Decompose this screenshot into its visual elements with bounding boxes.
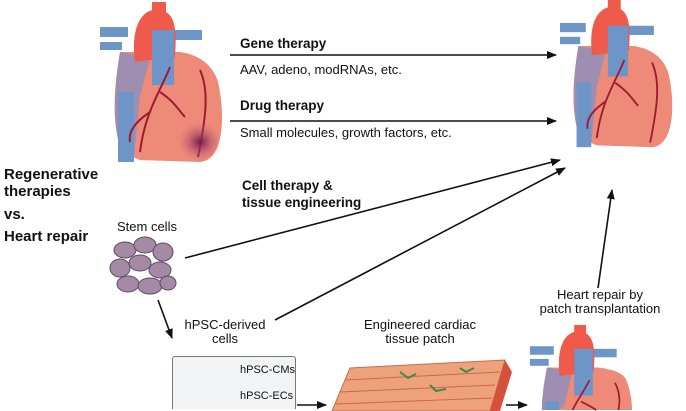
drug-therapy-detail: Small molecules, growth factors, etc.	[240, 125, 452, 140]
patch-line-1: Engineered cardiac	[363, 317, 477, 332]
title-line-4: Heart repair	[4, 228, 89, 245]
cell-therapy-line-2: tissue engineering	[242, 195, 362, 210]
cell-therapy-line-1: Cell therapy &	[242, 178, 333, 193]
patch-repair-label: Heart repair by patch transplantation	[530, 288, 670, 316]
arrows	[157, 51, 615, 409]
patch-label: Engineered cardiac tissue patch	[350, 318, 490, 346]
patch-repair-line-2: patch transplantation	[539, 301, 661, 316]
stem-cells-label: Stem cells	[117, 219, 177, 234]
patched-heart-illustration	[530, 325, 632, 411]
patch-line-2: tissue patch	[385, 331, 455, 346]
hpsc-derived-label: hPSC-derived cells	[175, 318, 275, 346]
damaged-heart-illustration	[99, 1, 224, 163]
stem-cells-illustration	[109, 236, 177, 295]
tissue-patch-illustration	[331, 359, 512, 411]
repaired-heart-illustration	[559, 0, 674, 149]
cell-type-ecs: hPSC-ECs	[240, 390, 294, 402]
title-line-3: vs.	[4, 206, 25, 223]
patch-repair-line-1: Heart repair by	[557, 287, 643, 302]
gene-therapy-detail: AAV, adeno, modRNAs, etc.	[240, 62, 402, 77]
hpsc-cell-types-box	[172, 356, 296, 409]
hpsc-derived-line-2: cells	[211, 331, 238, 346]
title-line-2: therapies	[4, 183, 71, 200]
drug-therapy-title: Drug therapy	[240, 98, 325, 113]
gene-therapy-title: Gene therapy	[240, 36, 327, 51]
title-line-1: Regenerative	[4, 166, 99, 183]
hpsc-derived-line-1: hPSC-derived	[184, 317, 266, 332]
cell-type-cms: hPSC-CMs	[240, 364, 296, 376]
